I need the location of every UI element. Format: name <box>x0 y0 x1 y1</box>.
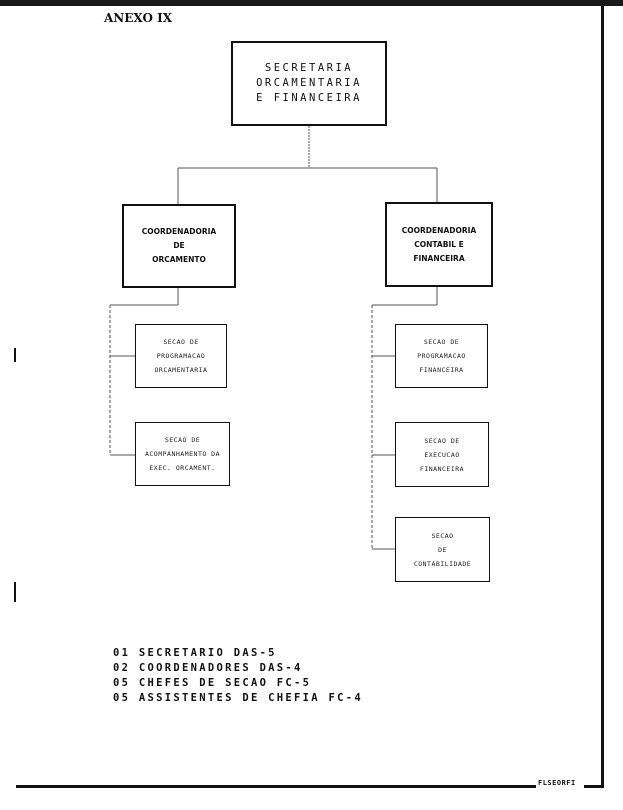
frame-bottom-border-end <box>584 785 604 788</box>
org-box-coordenadoria-contabil-financeira: COORDENADORIA CONTABIL E FINANCEIRA <box>385 202 493 287</box>
legend-item: 01 SECRETARIO DAS-5 <box>113 647 277 659</box>
org-box-line: SECRETARIA <box>264 62 354 74</box>
org-box-line: SECAO DE <box>163 338 199 346</box>
org-box-line: E FINANCEIRA <box>256 92 362 104</box>
legend-item: 02 COORDENADORES DAS-4 <box>113 662 303 674</box>
org-box-secao-acompanhamento: SECAO DE ACOMPANHAMENTO DA EXEC. ORCAMEN… <box>135 422 230 486</box>
org-box-line: COORDENADORIA <box>401 225 477 235</box>
org-box-line: CONTABILIDADE <box>413 559 472 568</box>
org-box-secao-contabilidade: SECAO DE CONTABILIDADE <box>395 517 490 582</box>
org-box-line: ACOMPANHAMENTO DA <box>144 450 221 458</box>
org-box-line: EXECUCAO <box>424 450 460 459</box>
legend-item: 05 CHEFES DE SECAO FC-5 <box>113 677 312 689</box>
staffing-legend: 01 SECRETARIO DAS-5 02 COORDENADORES DAS… <box>113 646 363 706</box>
org-box-secao-execucao-financeira: SECAO DE EXECUCAO FINANCEIRA <box>395 422 489 487</box>
org-box-line: CONTABIL E <box>414 239 464 249</box>
org-box-line: EXEC. ORCAMENT. <box>149 464 216 472</box>
footer-code: FLSEORFI <box>538 779 576 787</box>
left-margin-mark <box>14 582 16 602</box>
annex-label: ANEXO IX <box>104 11 173 25</box>
left-margin-mark <box>14 348 16 362</box>
org-box-line: FINANCEIRA <box>419 366 464 374</box>
org-box-line: ORCAMENTARIA <box>256 77 362 89</box>
org-box-line: SECAO DE <box>164 436 201 444</box>
org-box-line: SECAO DE <box>424 436 460 445</box>
org-box-line: PROGRAMACAO <box>156 352 206 360</box>
org-box-secretaria: SECRETARIA ORCAMENTARIA E FINANCEIRA <box>231 41 387 126</box>
org-box-line: ORCAMENTARIA <box>154 366 208 374</box>
org-box-secao-programacao-financeira: SECAO DE PROGRAMACAO FINANCEIRA <box>395 324 488 388</box>
org-box-line: COORDENADORIA <box>141 227 217 236</box>
frame-right-border <box>601 6 604 788</box>
org-box-line: FINANCEIRA <box>419 464 465 473</box>
org-box-line: DE <box>173 241 185 250</box>
org-box-line: FINANCEIRA <box>413 253 465 263</box>
frame-bottom-border <box>16 785 536 788</box>
org-box-secao-programacao-orcamentaria: SECAO DE PROGRAMACAO ORCAMENTARIA <box>135 324 227 388</box>
legend-item: 05 ASSISTENTES DE CHEFIA FC-4 <box>113 692 364 704</box>
org-box-coordenadoria-orcamento: COORDENADORIA DE ORCAMENTO <box>122 204 236 288</box>
org-box-line: SECAO <box>431 531 454 540</box>
org-box-line: ORCAMENTO <box>152 255 206 264</box>
top-border <box>0 0 623 6</box>
org-box-line: PROGRAMACAO <box>417 352 466 360</box>
org-box-line: DE <box>438 545 447 554</box>
org-box-line: SECAO DE <box>423 338 460 346</box>
